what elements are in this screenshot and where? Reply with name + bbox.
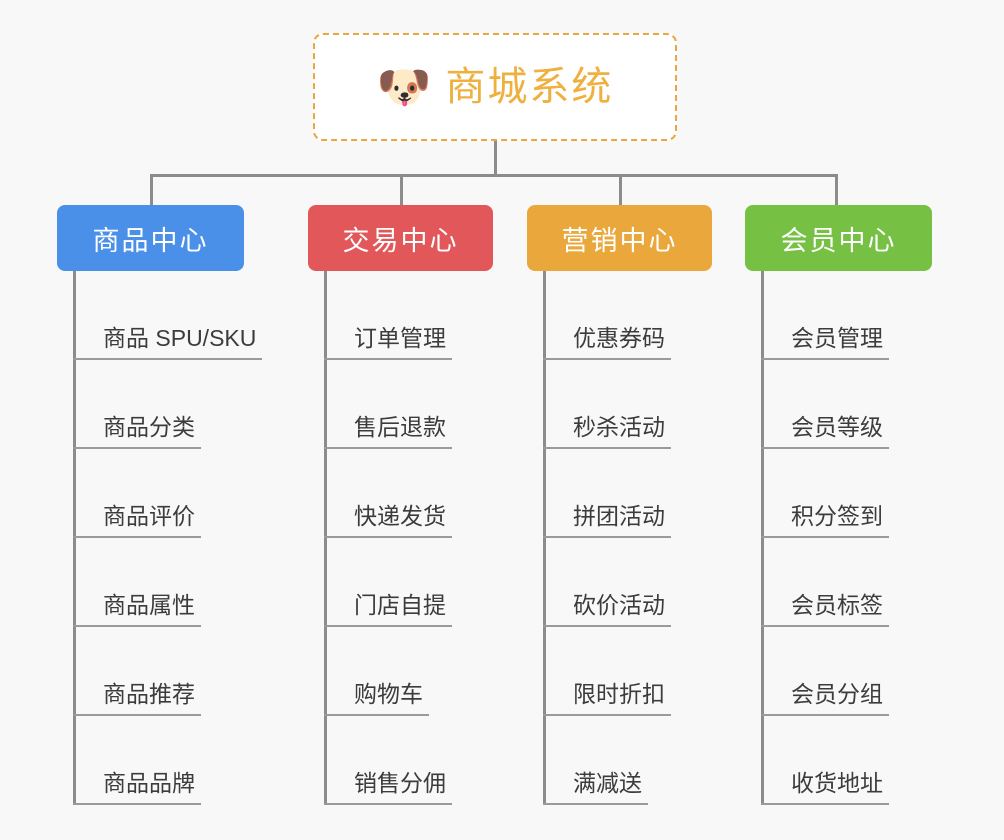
leaf-item-label: 满减送	[543, 772, 648, 805]
connector-drop-product-center	[150, 174, 153, 205]
leaf-item[interactable]: 商品分类	[73, 360, 244, 449]
leaf-item-label: 秒杀活动	[543, 416, 671, 449]
leaf-list-trade-center: 订单管理售后退款快递发货门店自提购物车销售分佣	[324, 271, 493, 805]
connector-rail-trade-center	[324, 271, 327, 805]
leaf-item-label: 商品 SPU/SKU	[73, 327, 263, 360]
leaf-item[interactable]: 会员等级	[761, 360, 932, 449]
leaf-item-label: 积分签到	[761, 505, 889, 538]
connector-rail-member-center	[761, 271, 764, 805]
leaf-item[interactable]: 商品 SPU/SKU	[73, 271, 263, 360]
leaf-item-label: 限时折扣	[543, 683, 671, 716]
category-label: 营销中心	[561, 225, 678, 256]
connector-drop-trade-center	[400, 174, 403, 205]
category-header-member-center[interactable]: 会员中心	[745, 205, 932, 271]
leaf-item-label: 商品评价	[73, 505, 201, 538]
leaf-item-label: 快递发货	[324, 505, 452, 538]
leaf-item[interactable]: 拼团活动	[543, 449, 712, 538]
leaf-item[interactable]: 会员管理	[761, 271, 932, 360]
category-label: 会员中心	[780, 225, 897, 256]
leaf-item[interactable]: 会员分组	[761, 627, 932, 716]
leaf-item[interactable]: 限时折扣	[543, 627, 712, 716]
root-title: 商城系统	[445, 65, 614, 109]
leaf-item-label: 会员分组	[761, 683, 889, 716]
leaf-item-label: 商品品牌	[73, 772, 201, 805]
connector-drop-marketing-center	[619, 174, 622, 205]
column-marketing-center: 营销中心优惠券码秒杀活动拼团活动砍价活动限时折扣满减送	[527, 205, 712, 805]
leaf-item-label: 售后退款	[324, 416, 452, 449]
leaf-item-label: 优惠券码	[543, 327, 671, 360]
leaf-item-label: 砍价活动	[543, 594, 671, 627]
connector-drop-member-center	[835, 174, 838, 205]
column-member-center: 会员中心会员管理会员等级积分签到会员标签会员分组收货地址	[745, 205, 932, 805]
category-label: 商品中心	[92, 225, 209, 256]
leaf-item[interactable]: 商品推荐	[73, 627, 244, 716]
leaf-item[interactable]: 订单管理	[324, 271, 493, 360]
leaf-item-label: 订单管理	[324, 327, 452, 360]
leaf-item-label: 会员标签	[761, 594, 889, 627]
connector-root-stem	[494, 141, 497, 177]
category-header-trade-center[interactable]: 交易中心	[308, 205, 493, 271]
category-header-marketing-center[interactable]: 营销中心	[527, 205, 712, 271]
leaf-item[interactable]: 商品品牌	[73, 716, 244, 805]
dog-face-icon: 🐶	[376, 63, 432, 112]
leaf-item-label: 购物车	[324, 683, 429, 716]
leaf-item[interactable]: 优惠券码	[543, 271, 712, 360]
leaf-item[interactable]: 积分签到	[761, 449, 932, 538]
column-product-center: 商品中心商品 SPU/SKU 商品分类商品评价商品属性商品推荐商品品牌	[57, 205, 263, 805]
leaf-item[interactable]: 秒杀活动	[543, 360, 712, 449]
category-header-product-center[interactable]: 商品中心	[57, 205, 244, 271]
leaf-item-label: 销售分佣	[324, 772, 452, 805]
column-trade-center: 交易中心订单管理售后退款快递发货门店自提购物车销售分佣	[308, 205, 493, 805]
leaf-item[interactable]: 购物车	[324, 627, 493, 716]
leaf-item-label: 商品分类	[73, 416, 201, 449]
root-node[interactable]: 🐶 商城系统	[313, 33, 677, 141]
category-label: 交易中心	[342, 225, 459, 256]
connector-rail-product-center	[73, 271, 76, 805]
leaf-item-label: 会员等级	[761, 416, 889, 449]
leaf-item[interactable]: 会员标签	[761, 538, 932, 627]
leaf-item[interactable]: 砍价活动	[543, 538, 712, 627]
leaf-item[interactable]: 收货地址	[761, 716, 932, 805]
leaf-item[interactable]: 商品评价	[73, 449, 244, 538]
leaf-item-label: 拼团活动	[543, 505, 671, 538]
leaf-item-label: 商品属性	[73, 594, 201, 627]
leaf-list-member-center: 会员管理会员等级积分签到会员标签会员分组收货地址	[761, 271, 932, 805]
leaf-item[interactable]: 满减送	[543, 716, 712, 805]
connector-rail-marketing-center	[543, 271, 546, 805]
leaf-item-label: 会员管理	[761, 327, 889, 360]
leaf-item[interactable]: 门店自提	[324, 538, 493, 627]
leaf-item[interactable]: 快递发货	[324, 449, 493, 538]
leaf-item[interactable]: 销售分佣	[324, 716, 493, 805]
leaf-item[interactable]: 售后退款	[324, 360, 493, 449]
leaf-list-product-center: 商品 SPU/SKU 商品分类商品评价商品属性商品推荐商品品牌	[73, 271, 263, 805]
leaf-item[interactable]: 商品属性	[73, 538, 244, 627]
leaf-list-marketing-center: 优惠券码秒杀活动拼团活动砍价活动限时折扣满减送	[543, 271, 712, 805]
connector-horizontal-bus	[150, 174, 838, 177]
leaf-item-label: 商品推荐	[73, 683, 201, 716]
leaf-item-label: 收货地址	[761, 772, 889, 805]
leaf-item-label: 门店自提	[324, 594, 452, 627]
